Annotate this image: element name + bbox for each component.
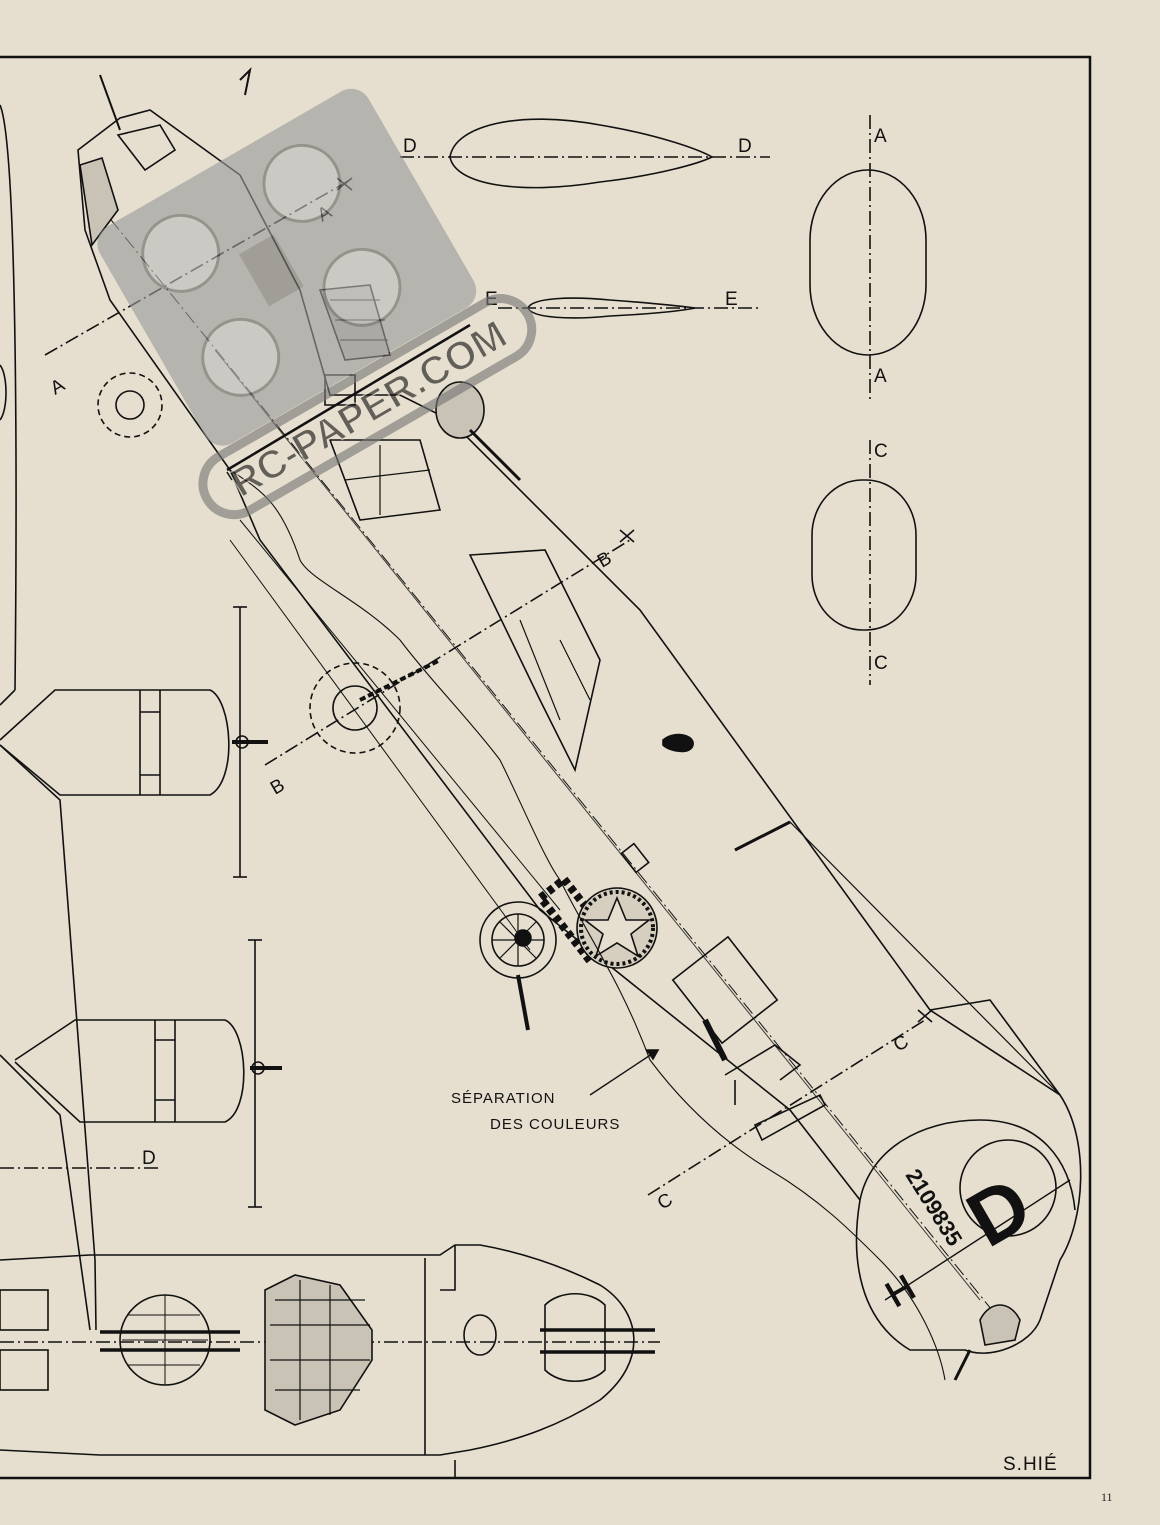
tail-markings: D 2109835 H — [878, 1159, 1045, 1315]
nose-turret — [544, 1293, 606, 1382]
frame-border — [0, 55, 1092, 1480]
section-c-top-label: C — [874, 441, 888, 462]
section-d-profile: D D — [400, 118, 770, 189]
ball-turret — [479, 901, 557, 1031]
cut-c-lower-label: C — [654, 1189, 676, 1214]
section-a-profile: A A — [809, 115, 927, 400]
nose-plan-view — [0, 1244, 660, 1478]
annotation-line1: SÉPARATION — [451, 1090, 555, 1107]
cut-c-upper-label: C — [890, 1031, 912, 1056]
color-separation-annotation: SÉPARATION DES COULEURS — [451, 1049, 660, 1133]
section-d-right-label: D — [738, 136, 752, 157]
color-separation-line — [229, 469, 946, 1381]
cockpit-canopy — [264, 1274, 373, 1426]
section-a-top-label: A — [874, 126, 887, 147]
engine-nacelle-outer — [14, 939, 282, 1208]
section-e-right-label: E — [725, 289, 738, 310]
engine-nacelle-inner — [0, 606, 268, 878]
section-a-bottom-label: A — [874, 366, 887, 387]
section-d-left-label: D — [403, 136, 417, 157]
engine-edge-partial — [0, 364, 7, 421]
section-c-profile: C C — [811, 440, 917, 685]
signature: S.HIÉ — [1003, 1454, 1058, 1475]
wing-outline: D — [0, 104, 160, 1331]
section-c-bottom-label: C — [874, 653, 888, 674]
section-d-wing-label: D — [142, 1148, 156, 1169]
tail-serial: 2109835 — [901, 1164, 968, 1250]
page-number: 11 — [1101, 1490, 1113, 1504]
annotation-line2: DES COULEURS — [490, 1116, 620, 1133]
cut-b-lower-label: B — [267, 775, 288, 800]
cut-b-upper-label: B — [594, 548, 615, 573]
tail-rudder — [859, 1119, 1076, 1211]
tail-code: H — [879, 1266, 922, 1315]
cut-a-lower-label: A — [47, 375, 69, 400]
watermark-logo: RC-PAPER.COM — [97, 88, 537, 520]
